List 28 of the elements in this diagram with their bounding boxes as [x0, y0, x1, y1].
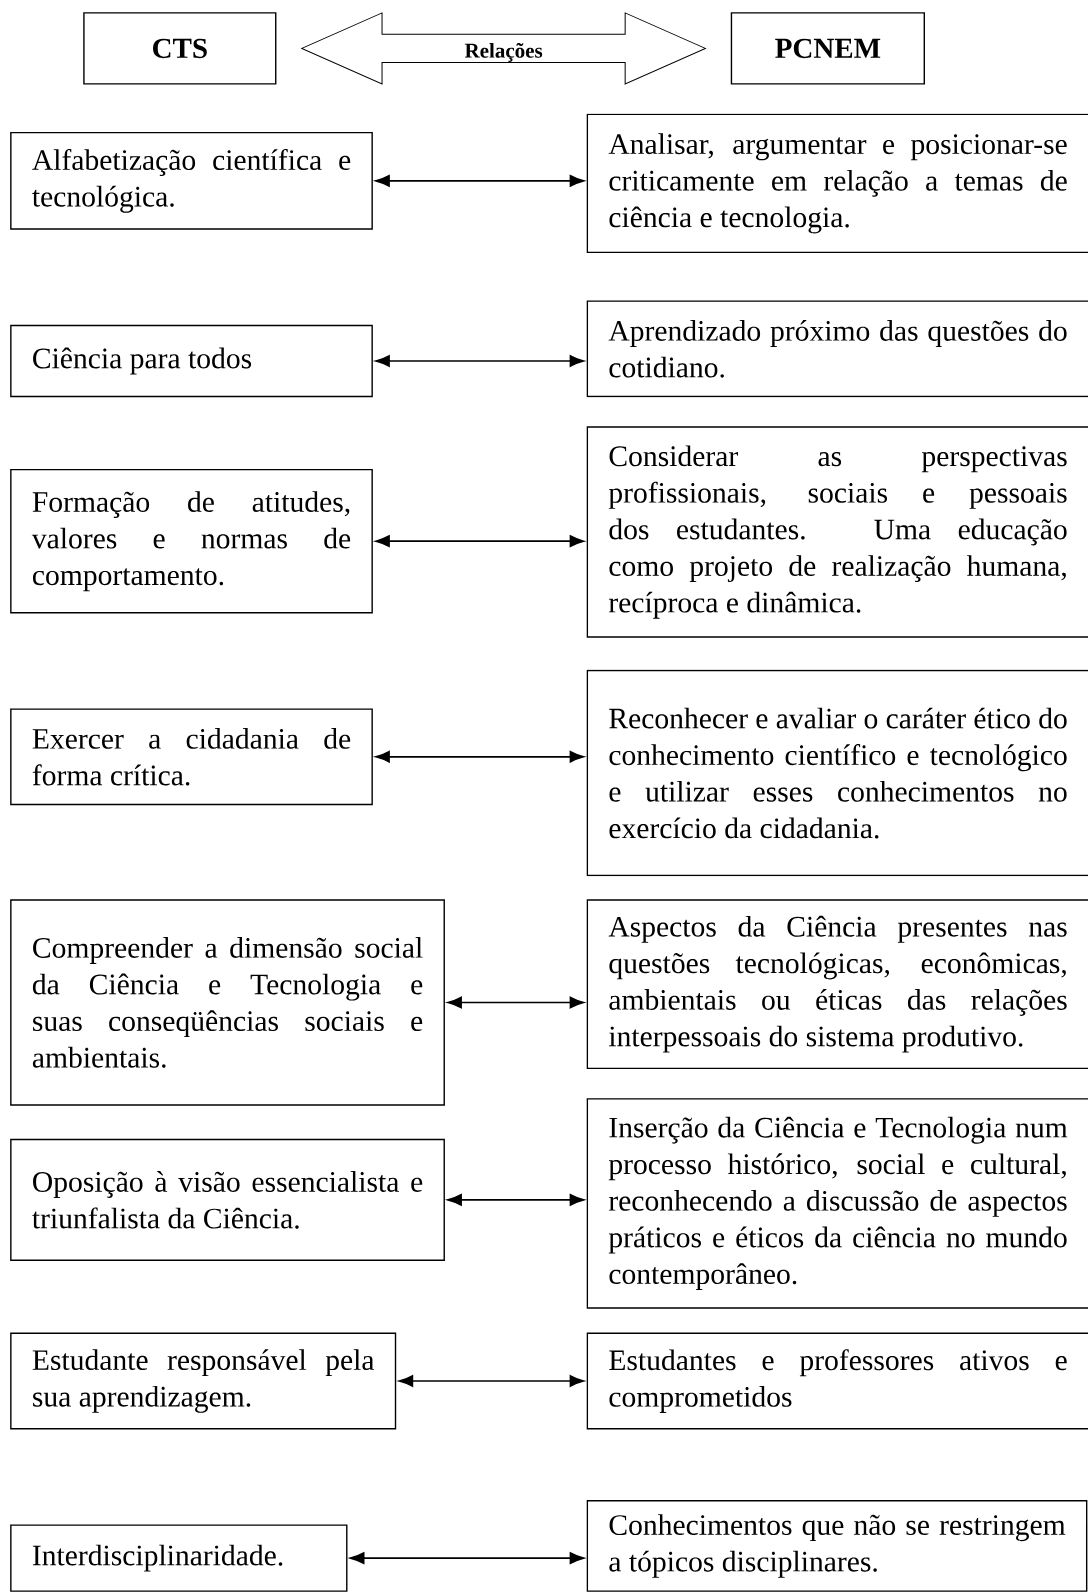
text-box: Estudante responsável pela sua aprendizagem. [10, 1332, 397, 1430]
arrow [375, 750, 585, 763]
text-box: Estudantes e professores ativos e comprometidos [586, 1332, 1088, 1430]
text-box: Ciência para todos [10, 324, 373, 398]
text-box: Alfabetização científica e tecnológica. [10, 131, 373, 230]
text-box: Exercer a cidadania de forma crítica. [10, 708, 373, 806]
text-box: Compreender a dimensão social da Ciência e Tecnologia e suas conseqüências sociais e ambientais. [10, 899, 445, 1106]
arrow [375, 174, 585, 187]
heading-box: CTS [83, 12, 277, 85]
heading-box: PCNEM [730, 12, 925, 85]
arrow [398, 1375, 585, 1387]
text-box: Considerar as perspectivas profissionais, sociais e pessoais dos estudantes. Uma educação como projeto de realização humana, recíproca e dinâmica. [586, 426, 1088, 638]
edge-label: Relações [464, 42, 543, 62]
text-box: Reconhecer e avaliar o caráter ético do conhecimento científico e tecnológico e utilizar esses conhecimentos no exercício da cidadania. [586, 669, 1088, 877]
double-arrow [301, 12, 706, 85]
text-box: Aprendizado próximo das questões do cotidiano. [586, 300, 1088, 398]
arrow [447, 996, 585, 1009]
text-box: Formação de atitudes, valores e normas de comportamento. [10, 468, 373, 614]
arrow [349, 1552, 585, 1564]
text-box: Conhecimentos que não se restringem a tópicos disciplinares. [586, 1500, 1088, 1592]
text-box: Aspectos da Ciência presentes nas questões tecnológicas, econômicas, ambientais ou éticas das relações interpessoais do sistema produtivo. [586, 899, 1088, 1070]
text-box: Interdisciplinaridade. [10, 1524, 348, 1592]
arrow [375, 355, 585, 367]
arrow [447, 1193, 585, 1206]
text-box: Oposição à visão essencialista e triunfalista da Ciência. [10, 1138, 445, 1261]
arrow [375, 535, 585, 548]
text-box: Analisar, argumentar e posicionar-se criticamente em relação a temas de ciência e tecnologia. [586, 113, 1088, 254]
text-box: Inserção da Ciência e Tecnologia num processo histórico, social e cultural, reconhecendo a discussão de aspectos práticos e éticos da ciência no mundo contemporâneo. [586, 1098, 1088, 1309]
